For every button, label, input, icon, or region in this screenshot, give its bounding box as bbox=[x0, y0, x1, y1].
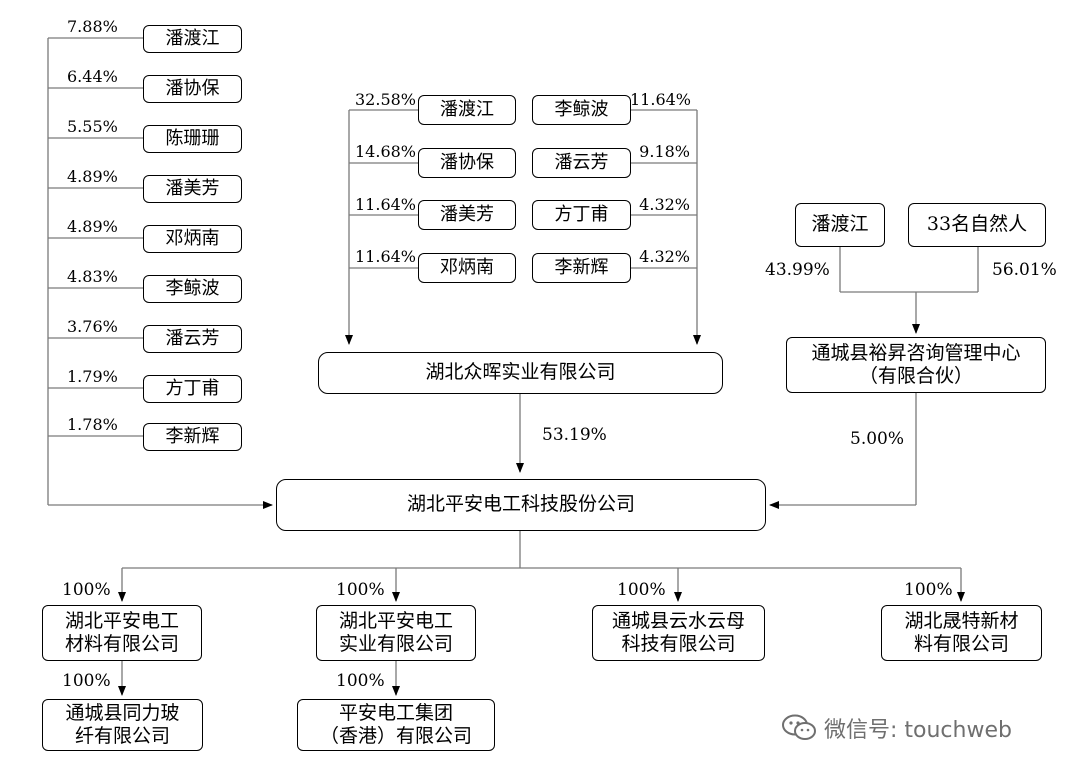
sub-subsidiary-1-box: 通城县同力玻 纤有限公司 bbox=[42, 699, 203, 751]
left-holder-5-box: 邓炳南 bbox=[143, 225, 242, 253]
zh-right-holder-2-pct: 9.18% bbox=[639, 142, 690, 161]
left-holder-2-box: 潘协保 bbox=[143, 75, 242, 103]
zhonghui-pct: 53.19% bbox=[542, 425, 607, 445]
left-holder-9-box: 李新辉 bbox=[143, 423, 242, 451]
main-company-box: 湖北平安电工科技股份公司 bbox=[276, 479, 766, 531]
subsidiary-4-pct: 100% bbox=[904, 580, 953, 600]
left-holder-7-pct: 3.76% bbox=[67, 317, 118, 336]
zh-right-holder-3-box: 方丁甫 bbox=[532, 200, 631, 230]
left-holder-1-box: 潘渡江 bbox=[143, 25, 242, 53]
sub-subsidiary-2-pct: 100% bbox=[336, 671, 385, 691]
zh-left-holder-2-pct: 14.68% bbox=[355, 142, 417, 161]
left-holder-4-pct: 4.89% bbox=[67, 167, 118, 186]
zh-left-holder-3-box: 潘美芳 bbox=[418, 200, 516, 230]
left-holder-3-box: 陈珊珊 bbox=[143, 125, 242, 153]
zh-right-holder-4-box: 李新辉 bbox=[532, 253, 631, 283]
left-holder-5-pct: 4.89% bbox=[67, 217, 118, 236]
yusheng-holder-1-box: 潘渡江 bbox=[795, 203, 885, 247]
left-holder-6-box: 李鲸波 bbox=[143, 275, 242, 303]
left-holder-4-box: 潘美芳 bbox=[143, 175, 242, 203]
left-holder-7-box: 潘云芳 bbox=[143, 325, 242, 353]
zh-left-holder-2-box: 潘协保 bbox=[418, 148, 516, 178]
subsidiary-3-box: 通城县云水云母 科技有限公司 bbox=[592, 605, 765, 661]
zh-right-holder-3-pct: 4.32% bbox=[639, 195, 690, 214]
yusheng-holder-1-pct: 43.99% bbox=[765, 260, 830, 280]
left-holder-8-box: 方丁甫 bbox=[143, 375, 242, 403]
left-holder-9-pct: 1.78% bbox=[67, 415, 118, 434]
zh-left-holder-1-box: 潘渡江 bbox=[418, 95, 516, 125]
left-holder-2-pct: 6.44% bbox=[67, 67, 118, 86]
zh-right-holder-4-pct: 4.32% bbox=[639, 247, 690, 266]
subsidiary-2-pct: 100% bbox=[336, 580, 385, 600]
zhonghui-company-box: 湖北众晖实业有限公司 bbox=[318, 352, 723, 394]
sub-subsidiary-1-pct: 100% bbox=[62, 671, 111, 691]
subsidiary-3-pct: 100% bbox=[617, 580, 666, 600]
yusheng-holder-2-pct: 56.01% bbox=[992, 260, 1057, 280]
zh-right-holder-2-box: 潘云芳 bbox=[532, 148, 631, 178]
zh-left-holder-4-pct: 11.64% bbox=[355, 247, 417, 266]
yusheng-pct: 5.00% bbox=[850, 429, 905, 449]
subsidiary-1-pct: 100% bbox=[62, 580, 111, 600]
zh-left-holder-4-box: 邓炳南 bbox=[418, 253, 516, 283]
left-holder-3-pct: 5.55% bbox=[67, 117, 118, 136]
sub-subsidiary-2-box: 平安电工集团 （香港）有限公司 bbox=[297, 699, 495, 751]
yusheng-partnership-box: 通城县裕昇咨询管理中心 （有限合伙） bbox=[786, 337, 1046, 393]
subsidiary-4-box: 湖北晟特新材 料有限公司 bbox=[881, 605, 1042, 661]
watermark-text: 微信号: touchweb bbox=[824, 718, 1012, 743]
zh-right-holder-1-pct: 11.64% bbox=[630, 90, 692, 109]
zh-left-holder-1-pct: 32.58% bbox=[355, 90, 417, 109]
subsidiary-1-box: 湖北平安电工 材料有限公司 bbox=[42, 605, 202, 661]
wechat-watermark: 微信号: touchweb bbox=[780, 708, 1080, 748]
wechat-icon bbox=[782, 714, 816, 740]
left-holder-6-pct: 4.83% bbox=[67, 267, 118, 286]
yusheng-holder-2-box: 33名自然人 bbox=[908, 203, 1046, 247]
zh-right-holder-1-box: 李鲸波 bbox=[532, 95, 631, 125]
left-holder-8-pct: 1.79% bbox=[67, 367, 118, 386]
zh-left-holder-3-pct: 11.64% bbox=[355, 195, 417, 214]
left-holder-1-pct: 7.88% bbox=[67, 17, 118, 36]
subsidiary-2-box: 湖北平安电工 实业有限公司 bbox=[316, 605, 476, 661]
